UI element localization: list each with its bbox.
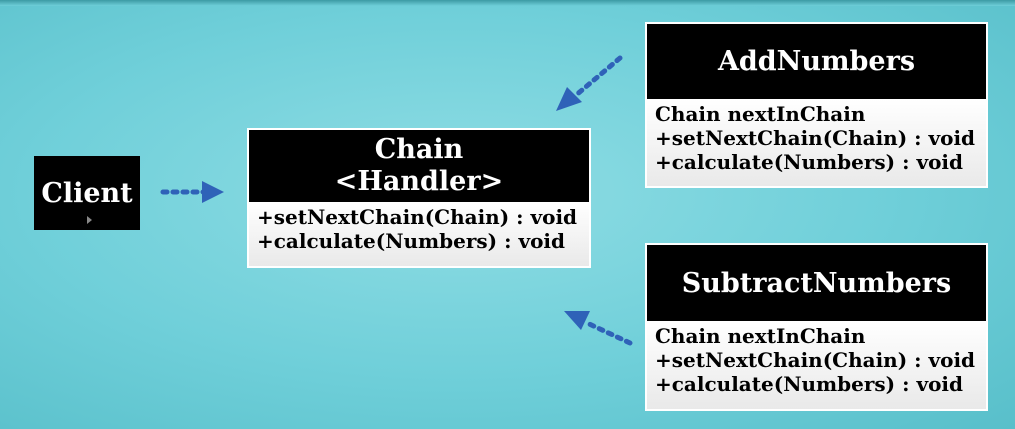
chain-class-header: Chain <Handler> xyxy=(249,130,589,202)
client-label: Client xyxy=(41,177,133,209)
subtractnumbers-class: SubtractNumbers Chain nextInChain +setNe… xyxy=(645,243,988,411)
subtractnumbers-member: Chain nextInChain xyxy=(655,324,866,348)
chain-class-name: Chain xyxy=(374,134,464,165)
addnumbers-member: +calculate(Numbers) : void xyxy=(655,150,963,174)
addnumbers-member: Chain nextInChain xyxy=(655,102,866,126)
subtractnumbers-member: +setNextChain(Chain) : void xyxy=(655,348,976,372)
subtractnumbers-member: +calculate(Numbers) : void xyxy=(655,372,963,396)
addnumbers-class-header: AddNumbers xyxy=(647,24,986,99)
chain-method: +calculate(Numbers) : void xyxy=(257,229,565,253)
addnumbers-class: AddNumbers Chain nextInChain +setNextCha… xyxy=(645,22,988,188)
client-to-chain-arrow xyxy=(160,181,224,203)
subtractnumbers-class-name: SubtractNumbers xyxy=(681,267,952,299)
chain-handler-class: Chain <Handler> +setNextChain(Chain) : v… xyxy=(247,128,591,268)
top-edge-bar xyxy=(0,0,1015,6)
subtractnumbers-to-chain-arrow xyxy=(564,311,633,346)
chain-class-stereotype: <Handler> xyxy=(334,166,504,197)
mouse-cursor-icon xyxy=(87,216,92,224)
subtractnumbers-class-header: SubtractNumbers xyxy=(647,245,986,321)
addnumbers-to-chain-arrow xyxy=(556,55,623,111)
addnumbers-class-members: Chain nextInChain +setNextChain(Chain) :… xyxy=(647,99,986,186)
subtractnumbers-class-members: Chain nextInChain +setNextChain(Chain) :… xyxy=(647,321,986,409)
addnumbers-class-name: AddNumbers xyxy=(717,46,916,77)
client-box: Client xyxy=(34,156,140,230)
addnumbers-member: +setNextChain(Chain) : void xyxy=(655,126,976,150)
chain-class-methods: +setNextChain(Chain) : void +calculate(N… xyxy=(249,202,589,266)
chain-method: +setNextChain(Chain) : void xyxy=(257,205,578,229)
